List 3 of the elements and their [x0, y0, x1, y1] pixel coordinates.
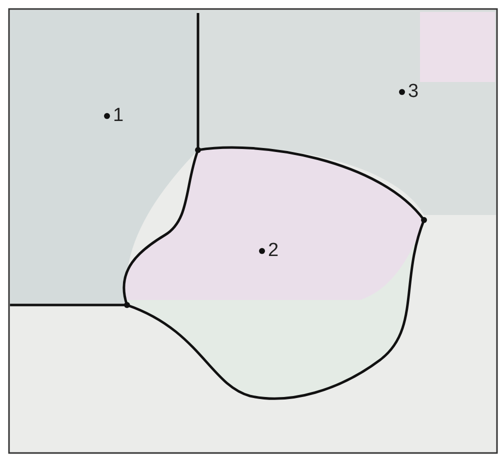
point-number: 1 [113, 106, 124, 125]
point-number: 3 [408, 82, 419, 101]
point-number: 2 [268, 241, 279, 260]
